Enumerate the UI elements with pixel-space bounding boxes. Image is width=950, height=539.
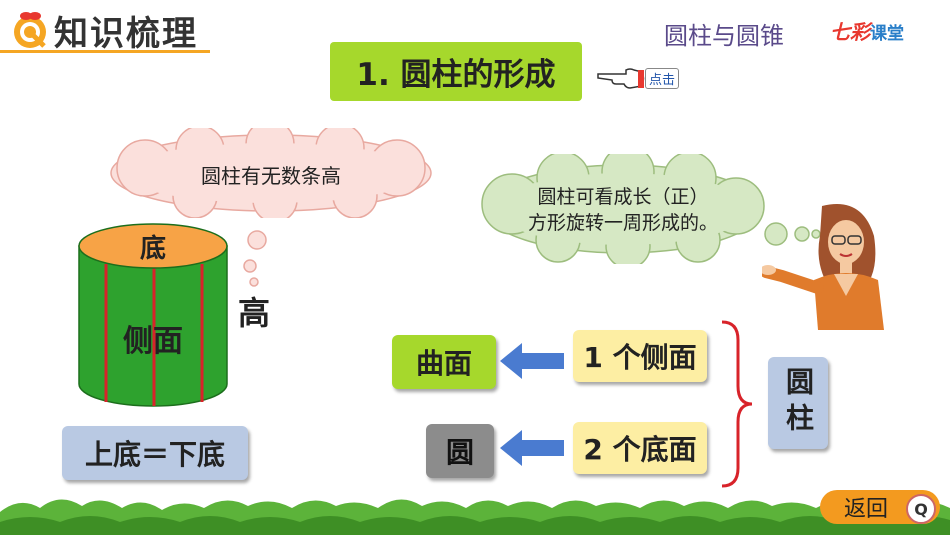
- topic-label: 圆柱与圆锥: [664, 22, 784, 50]
- q-logo-icon: Q: [906, 494, 936, 524]
- title-underline: [0, 50, 210, 53]
- click-button[interactable]: 点击: [645, 68, 680, 89]
- cylinder-side-label: 侧面: [123, 324, 183, 359]
- cylinder-result-box: 圆柱: [768, 357, 828, 449]
- cloud-text-right-line1: 圆柱可看成长（正）: [537, 186, 709, 208]
- circle-box: 圆: [426, 424, 494, 478]
- height-label: 高: [238, 294, 271, 332]
- thought-cloud-right: [478, 145, 768, 269]
- grass-decoration: [0, 490, 950, 535]
- back-button[interactable]: 返回 Q: [820, 490, 940, 524]
- cloud-text-left: 圆柱有无数条高: [201, 164, 341, 188]
- side-face-box: 1 个侧面: [573, 330, 707, 382]
- arrow-left-icon: [500, 428, 566, 468]
- base-faces-box: 2 个底面: [573, 422, 707, 474]
- brand-main: 七彩: [830, 20, 870, 44]
- page-title: 知识梳理: [54, 14, 198, 54]
- brand-sub: 课堂: [870, 24, 904, 44]
- cylinder-top-label: 底: [139, 234, 166, 264]
- pointing-hand-icon[interactable]: [596, 64, 688, 92]
- curved-surface-box: 曲面: [392, 335, 496, 389]
- arrow-left-icon: [500, 341, 566, 381]
- brand-logo: 七彩课堂: [830, 16, 904, 45]
- base-equality-box: 上底＝下底: [62, 426, 248, 480]
- header-logo-icon: [10, 10, 50, 50]
- cylinder-result-text: 圆柱: [782, 367, 815, 439]
- thought-cloud-left: [105, 119, 437, 223]
- cloud-text-right-line2: 方形旋转一周形成的。: [527, 212, 718, 234]
- section-title: 1. 圆柱的形成: [330, 42, 582, 101]
- back-button-label: 返回: [844, 497, 889, 522]
- thought-bubble-dots-right: [762, 220, 822, 250]
- right-brace: [718, 320, 758, 488]
- teacher-illustration: [760, 196, 892, 330]
- thought-bubble-dots-left: [240, 228, 280, 288]
- cylinder-illustration: [76, 222, 230, 408]
